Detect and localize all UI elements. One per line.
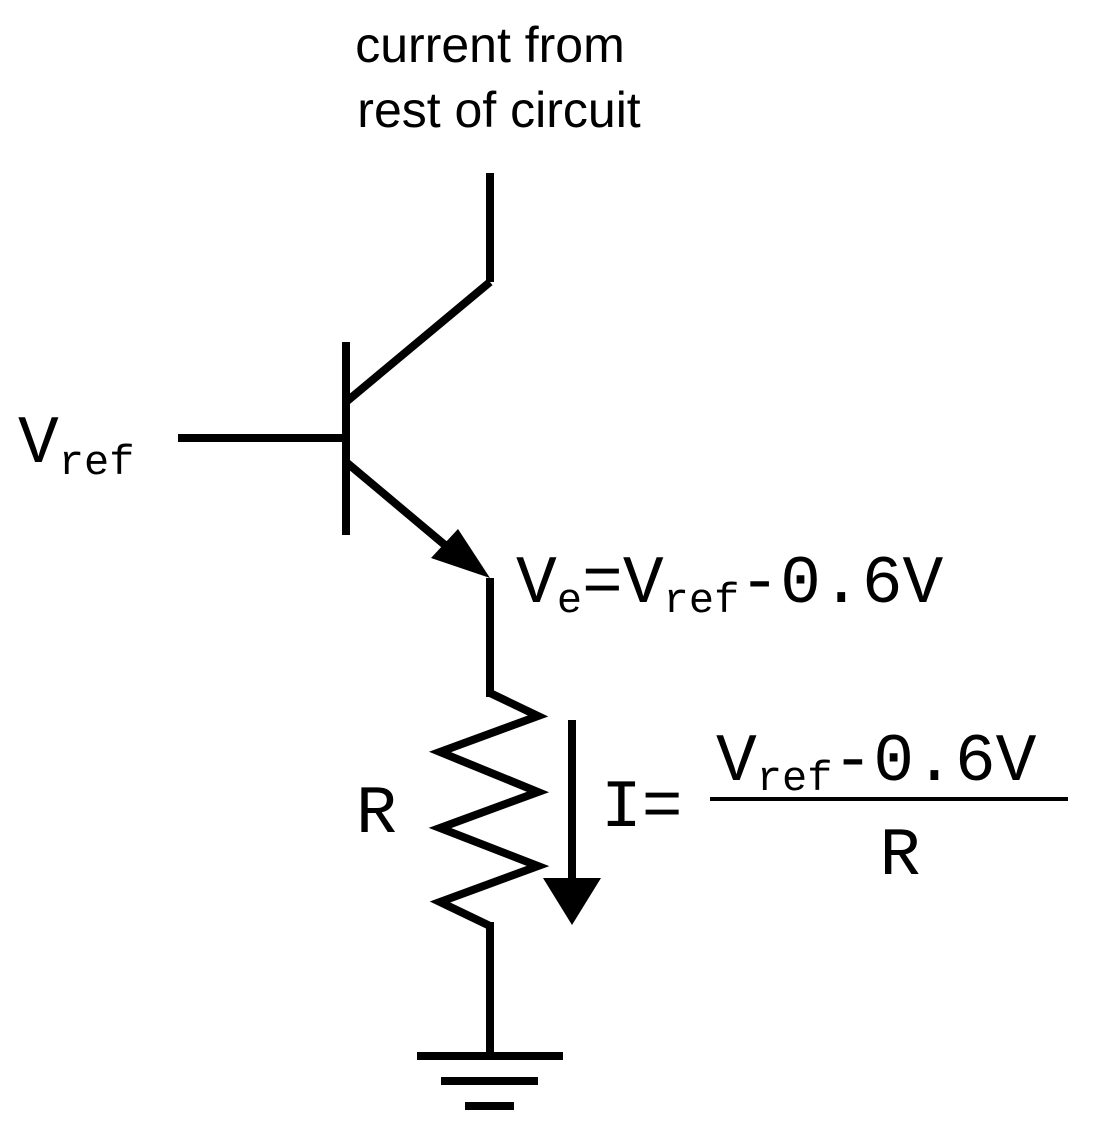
vref-label: Vref [18,406,134,487]
resistor-zigzag [428,689,550,930]
current-formula-lhs: I= [601,770,683,847]
resistor-label: R [356,776,397,853]
current-formula-denominator: R [880,818,921,895]
emitter-lead [343,458,461,560]
emitter-voltage-label: Ve=Vref-0.6V [516,546,944,625]
emitter-arrow-icon [431,529,490,578]
collector-lead [343,278,493,406]
top-label-line2: rest of circuit [357,82,641,138]
top-label-line1: current from [355,17,625,73]
current-formula-numerator: Vref-0.6V [716,724,1037,803]
current-arrow-icon [543,878,601,925]
